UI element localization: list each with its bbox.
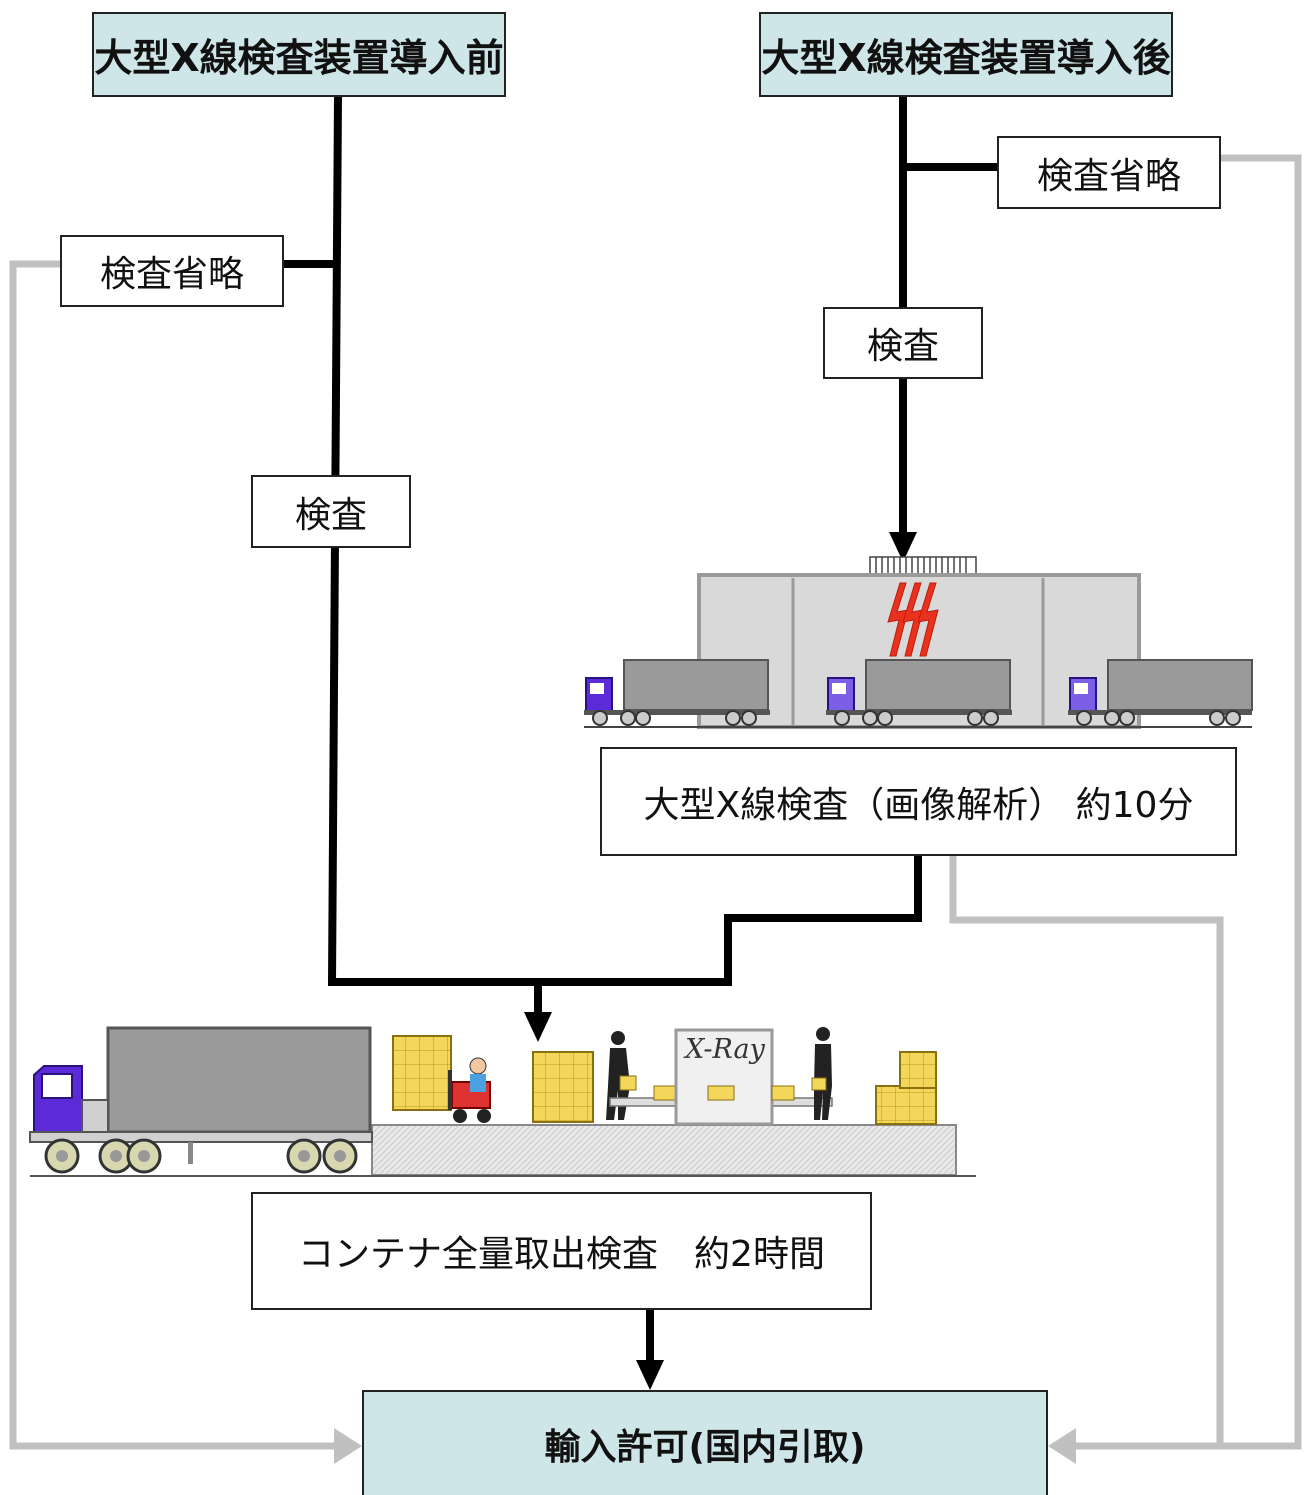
skip-paths bbox=[9, 154, 1302, 1450]
final-arrowhead bbox=[636, 1360, 664, 1390]
xray-clear-line bbox=[949, 856, 1224, 1446]
parcel-3 bbox=[771, 1085, 795, 1101]
xray-inspection-caption: 大型X線検査（画像解析） 約10分 bbox=[600, 747, 1237, 856]
xray-arrowhead bbox=[889, 532, 917, 562]
xray-beam-icon bbox=[887, 582, 939, 657]
header-before: 大型X線検査装置導入前 bbox=[92, 12, 506, 97]
truck-icon-xray-middle bbox=[826, 659, 1012, 726]
left-skip-line bbox=[9, 260, 340, 1450]
merge-arrowhead bbox=[524, 1012, 552, 1042]
parcel-1 bbox=[653, 1085, 677, 1101]
manual-inspection-scene bbox=[29, 1026, 976, 1177]
main-arrowheads bbox=[524, 532, 917, 1390]
inspection-platform bbox=[371, 1124, 957, 1176]
truck-icon-large bbox=[29, 1026, 373, 1174]
cargo-stack-1 bbox=[392, 1035, 452, 1111]
import-permit-box: 輸入許可(国内引取) bbox=[362, 1390, 1048, 1495]
cargo-stack-3a bbox=[875, 1085, 937, 1125]
xray-sign-text: X-Ray bbox=[685, 1034, 765, 1065]
vent-slats bbox=[875, 557, 967, 575]
worker-icon-2 bbox=[811, 1027, 832, 1120]
cargo-stack-2 bbox=[532, 1051, 594, 1123]
right-skip-line bbox=[1070, 154, 1302, 1450]
right-skip-label: 検査省略 bbox=[997, 136, 1221, 209]
left-main-line bbox=[327, 95, 922, 986]
left-inspect-label: 検査 bbox=[251, 475, 411, 548]
truck-icon-xray-right bbox=[1068, 659, 1253, 726]
parcel-2 bbox=[707, 1085, 735, 1101]
right-inspect-label: 検査 bbox=[823, 307, 983, 379]
cargo-stack-3b bbox=[899, 1051, 937, 1089]
forklift-icon bbox=[448, 1057, 491, 1123]
left-skip-label: 検査省略 bbox=[60, 235, 284, 307]
xray-scanner-box bbox=[674, 1028, 774, 1126]
truck-icon-xray-left bbox=[584, 659, 770, 726]
header-after: 大型X線検査装置導入後 bbox=[759, 12, 1173, 97]
right-skip-arrowhead bbox=[1048, 1428, 1076, 1464]
manual-inspection-caption: コンテナ全量取出検査 約2時間 bbox=[251, 1192, 872, 1310]
skip-arrowheads bbox=[334, 1428, 1076, 1464]
left-skip-arrowhead bbox=[334, 1428, 362, 1464]
